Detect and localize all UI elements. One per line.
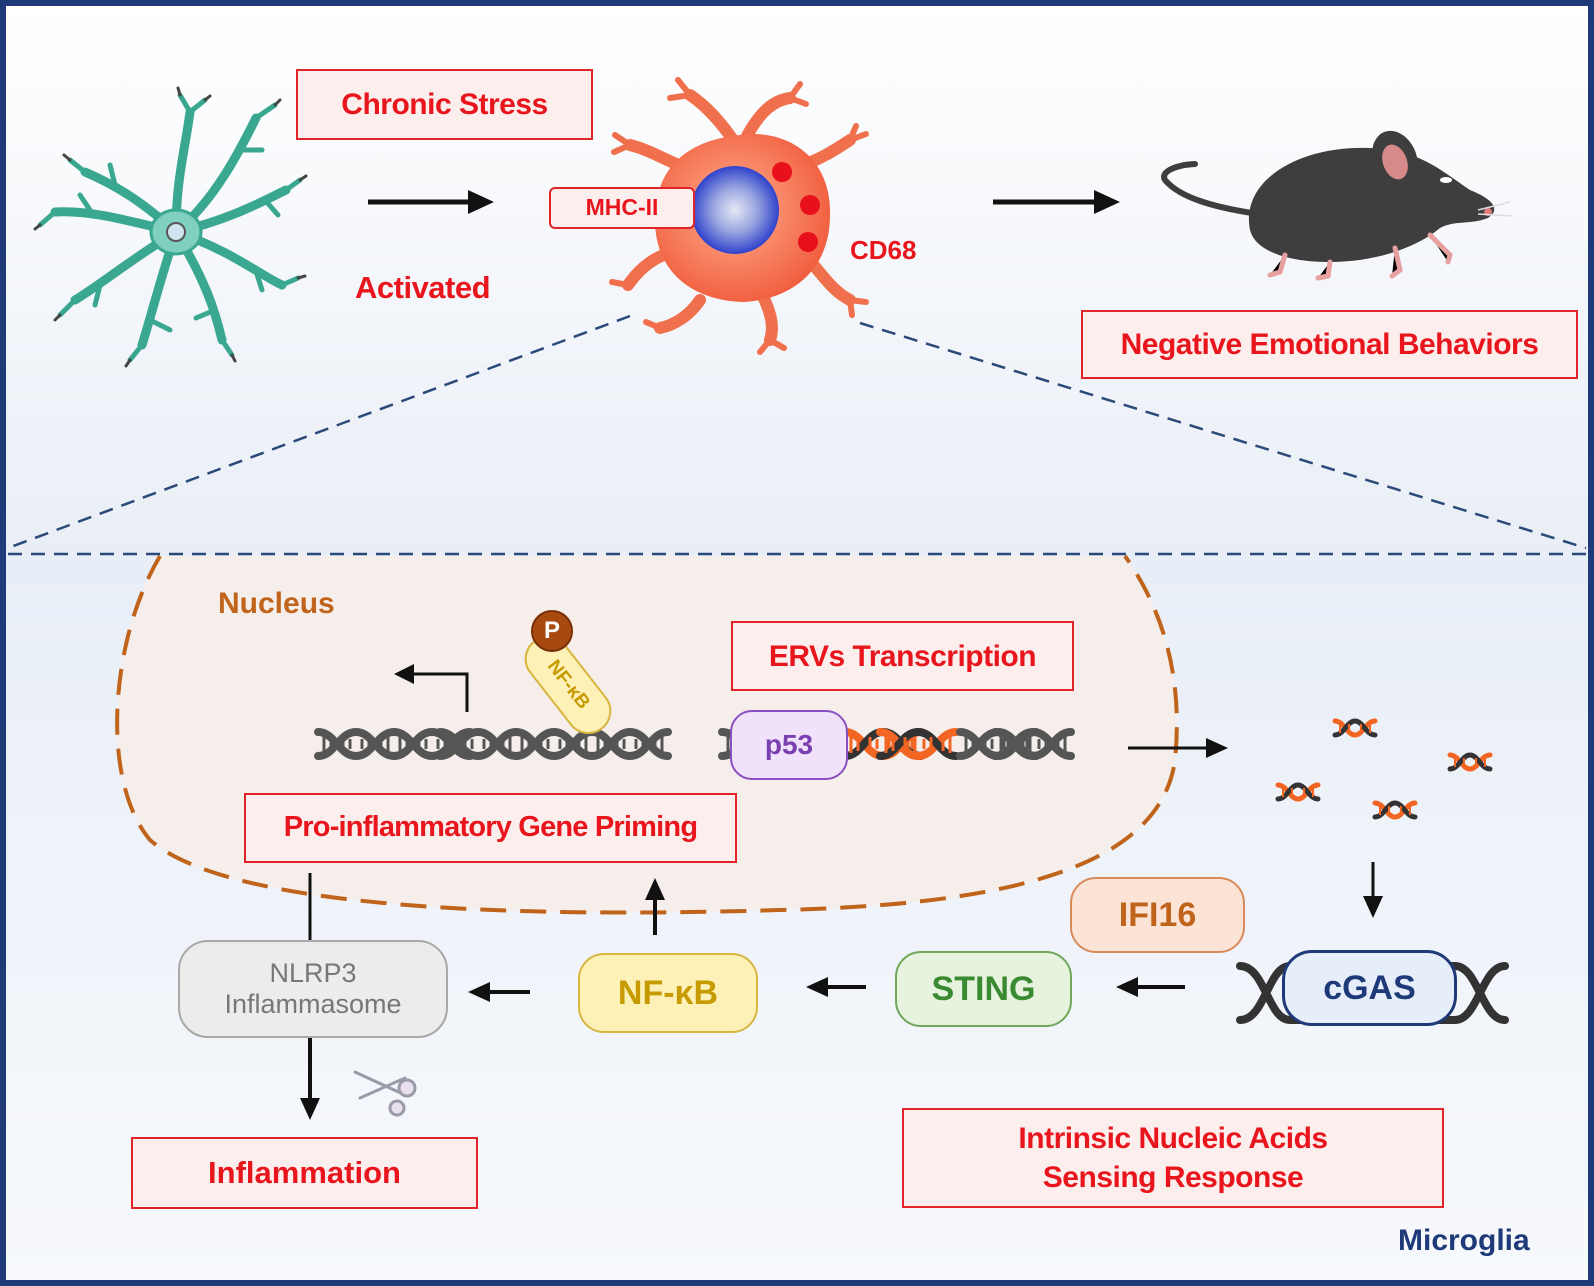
gene-priming-box: Pro-inflammatory Gene Priming [244,793,737,863]
negative-behaviors-box: Negative Emotional Behaviors [1081,310,1578,379]
arrow-icon [645,878,665,935]
ifi16-label: IFI16 [1118,895,1197,934]
arrow-icon [1116,977,1185,997]
dna-icon [318,732,668,756]
arrow-icon [1363,862,1383,918]
nfkb-label: NF-κB [617,973,719,1012]
arrow-icon [368,190,494,214]
inflammasome-label: Inflammasome [224,989,402,1019]
arrow-icon [468,982,530,1002]
microglia-label: Microglia [1398,1224,1530,1257]
cd68-label: CD68 [850,235,917,265]
arrow-icon [993,190,1120,214]
inflammation-box: Inflammation [131,1137,478,1209]
cgas-node: cGAS [1282,950,1457,1026]
p53-label: p53 [764,729,814,760]
arrow-icon [806,977,866,997]
nlrp3-inflammasome-node: NLRP3 Inflammasome [178,940,448,1038]
sensing-line-1: Intrinsic Nucleic Acids [1018,1122,1328,1155]
nfkb-node: NF-κB [578,953,758,1033]
sting-node: STING [895,951,1072,1027]
ifi16-node: IFI16 [1070,877,1245,953]
nucleus-label: Nucleus [218,587,335,620]
activated-microglia-icon [609,77,869,355]
scissors-icon [353,1070,417,1117]
zoom-lines [7,314,1588,556]
arrow-icon [300,1038,320,1120]
activated-label: Activated [355,270,491,305]
mhc-ii-label: MHC-II [549,187,695,229]
resting-microglia-icon [33,86,308,368]
arrow-icon [394,664,469,712]
phospho-label: P [543,617,560,644]
erv-transcription-box: ERVs Transcription [731,621,1074,691]
phospho-icon: P [531,610,573,652]
mouse-icon [1161,130,1513,281]
sensing-line-2: Sensing Response [1042,1161,1304,1194]
cgas-label: cGAS [1323,968,1416,1007]
nucleic-acid-sensing-box: Intrinsic Nucleic Acids Sensing Response [902,1108,1444,1208]
p53-protein: p53 [730,710,848,780]
chronic-stress-box: Chronic Stress [296,69,593,140]
sting-label: STING [931,969,1036,1008]
arrow-icon [1128,738,1228,758]
nlrp3-label: NLRP3 [269,958,357,988]
